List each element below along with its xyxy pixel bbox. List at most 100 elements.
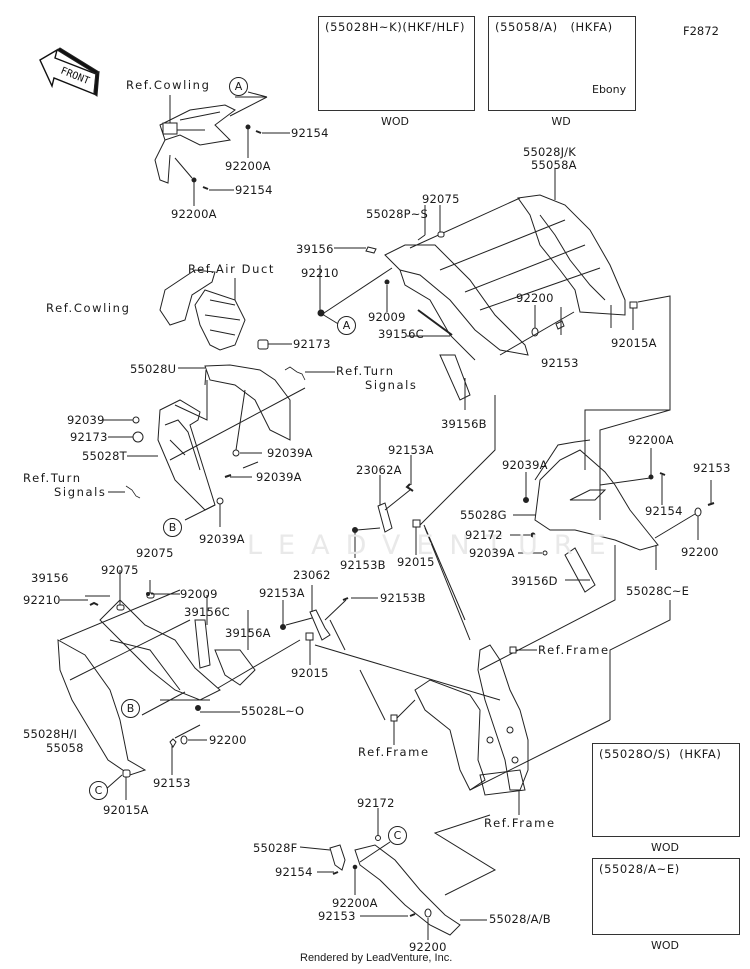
part-label-92153[interactable]: 92153 <box>153 776 191 790</box>
inset-box-55058-a: (55058/A) (HKFA) Ebony <box>488 16 636 111</box>
part-label-92009[interactable]: 92009 <box>180 587 218 601</box>
part-label-92039a[interactable]: 92039A <box>469 546 515 560</box>
ebony-note: Ebony <box>592 83 627 96</box>
inset-label-wod: WOD <box>650 939 679 952</box>
part-label-55028u[interactable]: 55028U <box>130 362 177 376</box>
part-label-92200a[interactable]: 92200A <box>171 207 217 221</box>
bottom-fairing-drawing <box>299 808 497 940</box>
callout-c[interactable]: C <box>89 781 108 800</box>
part-label-55028j-k[interactable]: 55028J/K <box>523 145 576 159</box>
bracket-23062a-drawing <box>352 395 496 641</box>
part-label-55028p-s[interactable]: 55028P~S <box>366 207 429 221</box>
part-label-55028t[interactable]: 55028T <box>82 449 127 463</box>
part-label-92200a[interactable]: 92200A <box>225 159 271 173</box>
part-label-92154[interactable]: 92154 <box>645 504 683 518</box>
part-label-92172[interactable]: 92172 <box>465 528 503 542</box>
part-label-55058a[interactable]: 55058A <box>531 158 577 172</box>
part-label-39156b[interactable]: 39156B <box>441 417 487 431</box>
part-label-39156c[interactable]: 39156C <box>378 327 424 341</box>
part-label-92210[interactable]: 92210 <box>301 266 339 280</box>
part-label-55058[interactable]: 55058 <box>46 741 84 755</box>
part-label-92075[interactable]: 92075 <box>101 563 139 577</box>
ref-air-duct-label[interactable]: Ref.Air Duct <box>188 262 276 276</box>
part-label-55028-a-b[interactable]: 55028/A/B <box>489 912 551 926</box>
part-label-92015[interactable]: 92015 <box>291 666 329 680</box>
part-label-92200[interactable]: 92200 <box>409 940 447 954</box>
part-label-92153[interactable]: 92153 <box>318 909 356 923</box>
part-label-23062[interactable]: 23062 <box>293 568 331 582</box>
ref-cowling-label[interactable]: Ref.Cowling <box>126 78 211 92</box>
ref-turn-signals-label[interactable]: Signals <box>365 378 418 392</box>
part-label-92200[interactable]: 92200 <box>209 733 247 747</box>
inset-label-wd: WD <box>551 115 571 128</box>
inset-caption: (55028O/S) (HKFA) <box>599 747 722 761</box>
ref-turn-signals-label[interactable]: Ref.Turn <box>23 471 82 485</box>
ref-frame-label[interactable]: Ref.Frame <box>538 643 610 657</box>
part-label-92015a[interactable]: 92015A <box>103 803 149 817</box>
part-label-92153[interactable]: 92153 <box>541 356 579 370</box>
top-cowling-bracket-drawing <box>154 91 290 206</box>
part-label-55028c-e[interactable]: 55028C~E <box>626 584 690 598</box>
part-label-92075[interactable]: 92075 <box>136 546 174 560</box>
part-label-92039a[interactable]: 92039A <box>502 458 548 472</box>
part-label-92153a[interactable]: 92153A <box>388 443 434 457</box>
part-label-92173[interactable]: 92173 <box>70 430 108 444</box>
figure-id: F2872 <box>683 24 719 38</box>
part-label-39156a[interactable]: 39156A <box>225 626 271 640</box>
callout-b[interactable]: B <box>163 518 182 537</box>
part-label-92039a[interactable]: 92039A <box>267 446 313 460</box>
part-label-92153b[interactable]: 92153B <box>340 558 386 572</box>
part-label-92210[interactable]: 92210 <box>23 593 61 607</box>
part-label-92039a[interactable]: 92039A <box>256 470 302 484</box>
part-label-92172[interactable]: 92172 <box>357 796 395 810</box>
callout-c[interactable]: C <box>388 826 407 845</box>
part-label-92039a[interactable]: 92039A <box>199 532 245 546</box>
part-label-92153a[interactable]: 92153A <box>259 586 305 600</box>
part-label-39156c[interactable]: 39156C <box>184 605 230 619</box>
part-label-92154[interactable]: 92154 <box>275 865 313 879</box>
ref-turn-signals-label[interactable]: Ref.Turn <box>336 364 395 378</box>
right-lower-fairing-drawing <box>479 409 715 671</box>
part-label-92153b[interactable]: 92153B <box>380 591 426 605</box>
upper-fairing-drawing <box>317 168 671 470</box>
ref-cowling-label[interactable]: Ref.Cowling <box>46 301 131 315</box>
frame-drawing <box>390 600 671 815</box>
part-label-92075[interactable]: 92075 <box>422 192 460 206</box>
part-label-55028h-i[interactable]: 55028H/I <box>23 727 78 741</box>
part-label-39156[interactable]: 39156 <box>296 242 334 256</box>
part-label-92009[interactable]: 92009 <box>368 310 406 324</box>
part-label-92153[interactable]: 92153 <box>693 461 731 475</box>
inset-label-wod: WOD <box>380 115 409 128</box>
inner-panel-cluster-drawing <box>102 269 335 527</box>
part-label-55028l-o[interactable]: 55028L~O <box>241 704 305 718</box>
part-label-92154[interactable]: 92154 <box>291 126 329 140</box>
callout-a[interactable]: A <box>337 316 356 335</box>
part-label-92154[interactable]: 92154 <box>235 183 273 197</box>
front-arrow-icon: FRONT <box>39 47 100 97</box>
part-label-92039[interactable]: 92039 <box>67 413 105 427</box>
part-label-55028f[interactable]: 55028F <box>253 841 298 855</box>
part-label-92015[interactable]: 92015 <box>397 555 435 569</box>
callout-b[interactable]: B <box>121 699 140 718</box>
part-label-92200[interactable]: 92200 <box>681 545 719 559</box>
ref-turn-signals-label[interactable]: Signals <box>54 485 107 499</box>
part-label-92200[interactable]: 92200 <box>516 291 554 305</box>
inset-caption: (55058/A) (HKFA) <box>495 20 613 34</box>
ref-frame-label[interactable]: Ref.Frame <box>484 816 556 830</box>
callout-a[interactable]: A <box>229 77 248 96</box>
part-label-39156d[interactable]: 39156D <box>511 574 558 588</box>
part-label-39156[interactable]: 39156 <box>31 571 69 585</box>
part-label-23062a[interactable]: 23062A <box>356 463 402 477</box>
part-label-55028g[interactable]: 55028G <box>460 508 507 522</box>
part-label-92173[interactable]: 92173 <box>293 337 331 351</box>
inset-caption: (55028H~K)(HKF/HLF) <box>325 20 466 34</box>
footer-credit: Rendered by LeadVenture, Inc. <box>300 952 453 964</box>
inset-label-wod: WOD <box>650 841 679 854</box>
part-label-92200a[interactable]: 92200A <box>628 433 674 447</box>
ref-frame-label[interactable]: Ref.Frame <box>358 745 430 759</box>
part-label-92015a[interactable]: 92015A <box>611 336 657 350</box>
watermark: LEADVENTURE <box>247 530 622 561</box>
part-label-92200a[interactable]: 92200A <box>332 896 378 910</box>
lower-left-fairing-drawing <box>57 570 301 800</box>
